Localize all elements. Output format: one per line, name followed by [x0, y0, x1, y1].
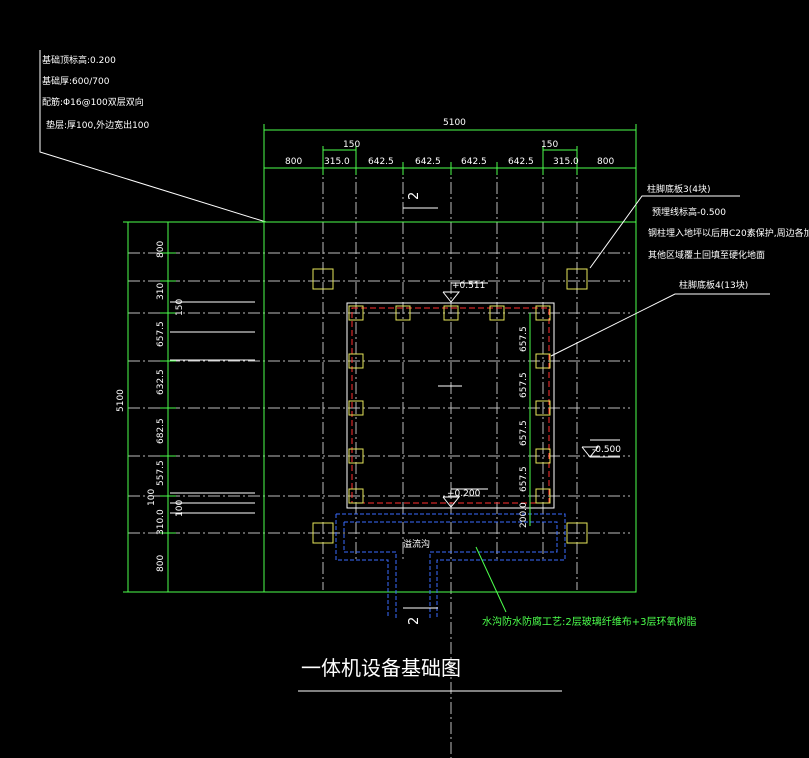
elev-top: +0.511 — [452, 281, 485, 291]
callout-plate3-note1: 预埋线标高-0.500 — [652, 206, 726, 218]
column-base-plates — [312, 268, 588, 544]
base-plate-4 — [535, 488, 551, 504]
callout-plate3-note2: 钢柱埋入地坪以后用C20素保护,周边各加150 — [648, 227, 809, 239]
dim-top-seg-2: 315.0 — [324, 157, 350, 167]
dim-left-seg-1: 800 — [156, 241, 166, 258]
note-line-4: 垫层:厚100,外边宽出100 — [46, 119, 150, 131]
base-plate-4 — [395, 305, 411, 321]
base-plate-3 — [312, 522, 334, 544]
base-plate-4 — [535, 448, 551, 464]
base-plate-4 — [535, 305, 551, 321]
dim-inner-1: 657.5 — [519, 326, 529, 352]
dim-top-right150: 150 — [541, 140, 558, 150]
callout-plate3: 柱脚底板3(4块) 预埋线标高-0.500 钢柱埋入地坪以后用C20素保护,周边… — [589, 183, 809, 269]
base-plate-3 — [566, 522, 588, 544]
grid-lines — [128, 162, 630, 758]
dim-top-seg-7: 315.0 — [553, 157, 579, 167]
dim-left-seg-6: 557.5 — [156, 460, 166, 486]
elev-side: -0.500 — [592, 445, 621, 455]
dim-top-seg-4: 642.5 — [415, 157, 441, 167]
dim-left-small-1: 150 — [175, 299, 185, 316]
callout-plate3-title: 柱脚底板3(4块) — [647, 183, 710, 195]
base-plate-4 — [535, 400, 551, 416]
callout-plate4: 柱脚底板4(13块) — [550, 279, 770, 357]
dim-left-seg-8: 310.0 — [156, 509, 166, 535]
base-plate-3 — [566, 268, 588, 290]
dim-top-seg-5: 642.5 — [461, 157, 487, 167]
base-plate-3 — [312, 268, 334, 290]
drawing-title: 一体机设备基础图 — [301, 656, 461, 680]
base-plate-4 — [535, 353, 551, 369]
note-leader — [39, 50, 267, 223]
trench-label: 溢流沟 — [403, 538, 430, 550]
callout-plate3-note3: 其他区域覆土回填至硬化地面 — [648, 249, 765, 261]
base-plate-4 — [348, 400, 364, 416]
dim-top-seg-8: 800 — [597, 157, 614, 167]
dim-left-seg-9: 800 — [156, 555, 166, 572]
base-plate-4 — [443, 305, 459, 321]
equipment-frame — [346, 302, 555, 509]
section-mark-bottom: 2 — [407, 617, 422, 625]
note-line-3: 配筋:Φ16@100双层双向 — [42, 96, 144, 108]
overflow-trench — [335, 513, 566, 618]
dim-left-seg-7: 100 — [147, 489, 157, 506]
dim-inner-5: 200.0 — [519, 502, 529, 528]
base-plate-4 — [348, 488, 364, 504]
dim-inner-4: 657.5 — [519, 466, 529, 492]
dim-top-seg-3: 642.5 — [368, 157, 394, 167]
dim-left-seg-2: 310 — [156, 283, 166, 300]
left-dimension-text: 5100 800 310 657.5 632.5 682.5 557.5 100… — [116, 241, 185, 572]
dim-inner-3: 657.5 — [519, 420, 529, 446]
note-line-2: 基础厚:600/700 — [42, 75, 110, 87]
top-dimension-chain — [263, 124, 637, 175]
callout-waterproof-text: 水沟防水防腐工艺:2层玻璃纤维布+3层环氧树脂 — [482, 615, 696, 628]
callout-waterproof: 水沟防水防腐工艺:2层玻璃纤维布+3层环氧树脂 — [475, 546, 696, 628]
callout-plate4-title: 柱脚底板4(13块) — [679, 279, 748, 291]
elev-bottom: +0.200 — [447, 489, 481, 499]
dim-left-seg-4: 632.5 — [156, 369, 166, 395]
dim-left-total: 5100 — [116, 389, 126, 412]
base-plate-4 — [348, 353, 364, 369]
dim-top-seg-1: 800 — [285, 157, 302, 167]
section-markers: 2 2 — [403, 192, 438, 625]
foundation-outline — [123, 162, 637, 593]
base-plate-4 — [348, 305, 364, 321]
base-plate-4 — [489, 305, 505, 321]
left-reference-lines — [170, 301, 255, 514]
dim-top-seg-6: 642.5 — [508, 157, 534, 167]
elevation-markers — [442, 282, 620, 508]
dim-left-seg-5: 682.5 — [156, 418, 166, 444]
dim-left-seg-3: 657.5 — [156, 321, 166, 347]
base-plate-4 — [348, 448, 364, 464]
left-dimension-chain — [127, 222, 176, 592]
note-line-1: 基础顶标高:0.200 — [42, 54, 116, 66]
inner-right-dims: 657.5 657.5 657.5 657.5 200.0 — [519, 313, 531, 528]
dim-left-small-2: 100 — [175, 500, 185, 517]
notes-block: 基础顶标高:0.200 基础厚:600/700 配筋:Φ16@100双层双向 垫… — [39, 50, 267, 223]
dim-inner-2: 657.5 — [519, 372, 529, 398]
dim-top-total: 5100 — [443, 118, 466, 128]
section-mark-top: 2 — [407, 192, 422, 200]
top-dimension-text: 5100 150 150 800 315.0 642.5 642.5 642.5… — [285, 118, 614, 167]
dim-top-left150: 150 — [343, 140, 360, 150]
